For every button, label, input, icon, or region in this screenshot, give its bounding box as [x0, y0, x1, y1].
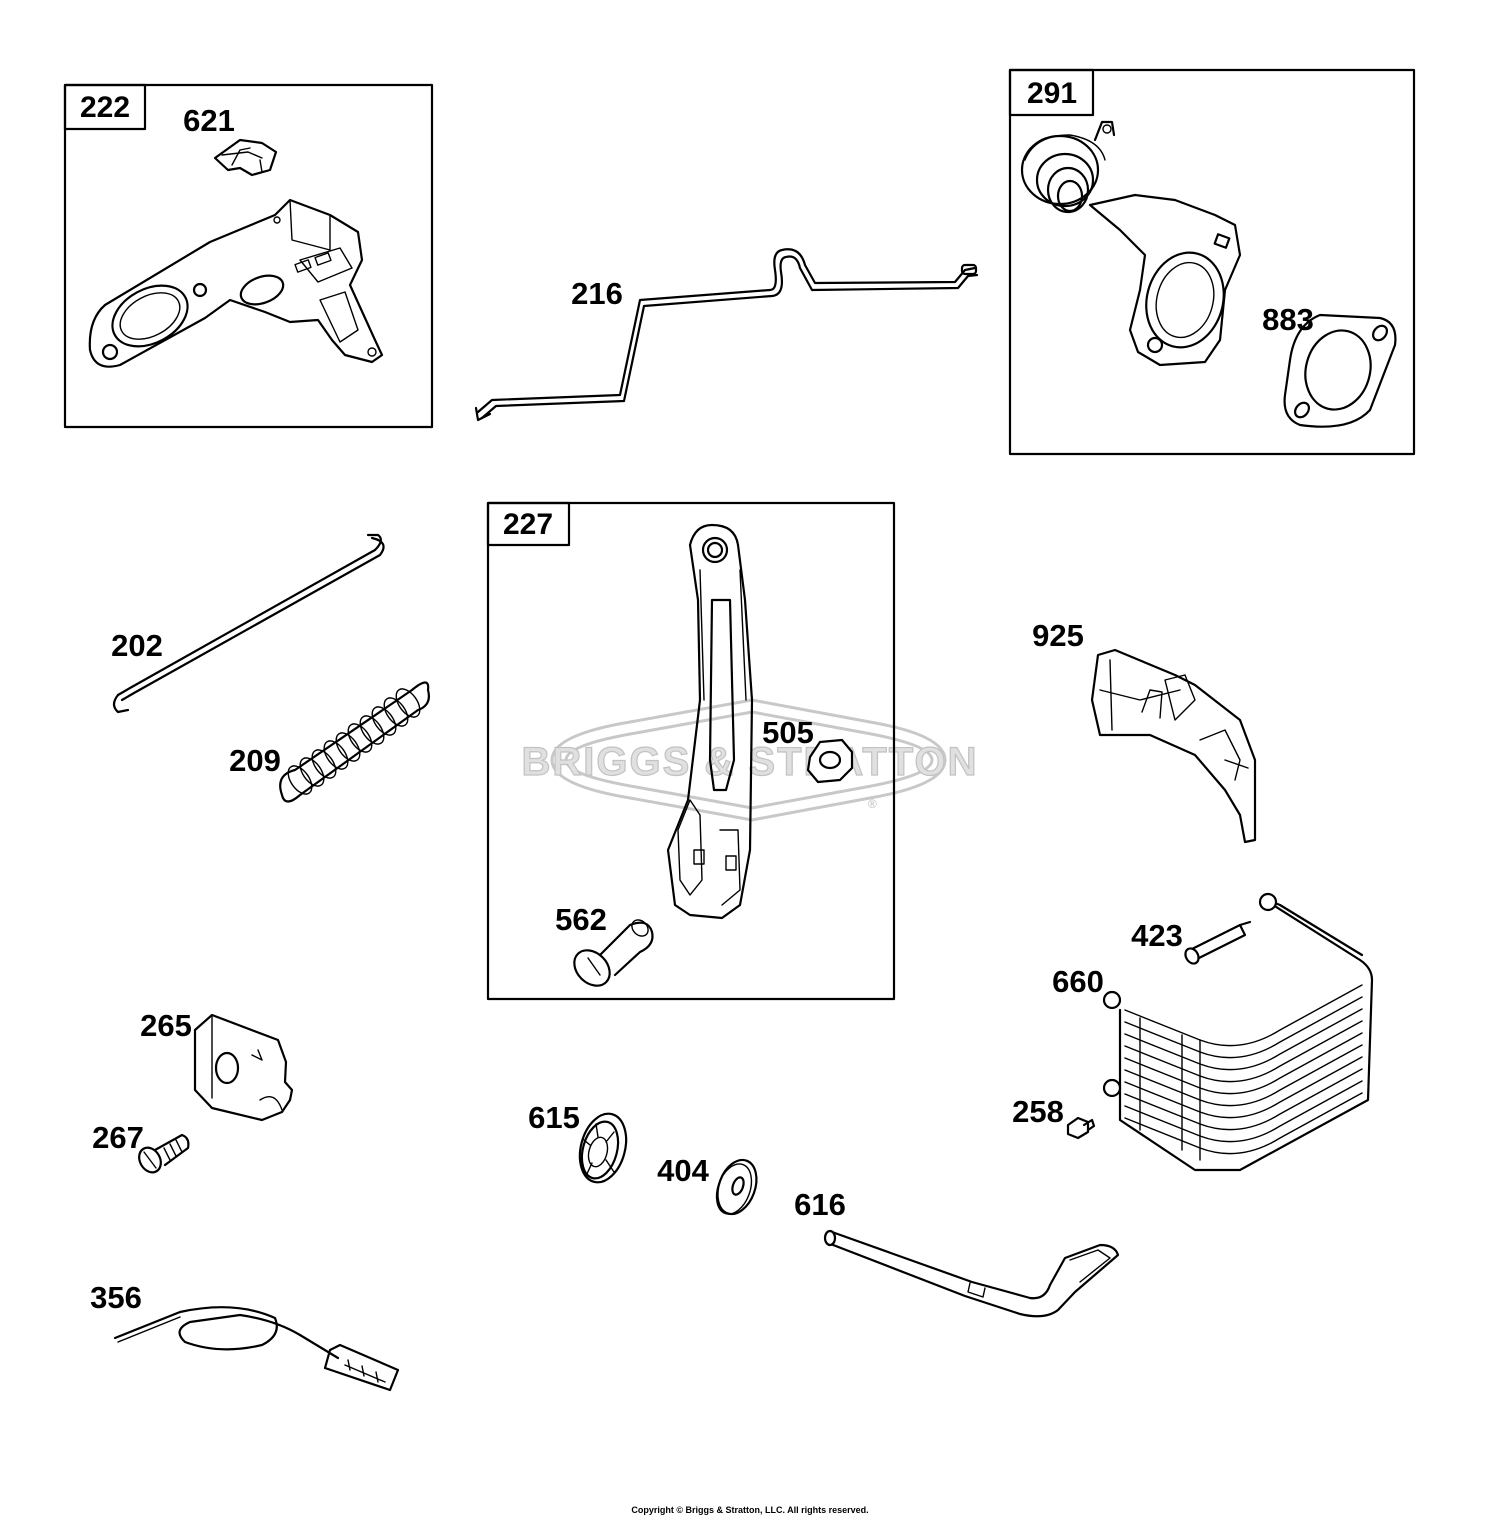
- part-202-link[interactable]: [112, 533, 385, 714]
- part-label-423: 423: [1131, 918, 1183, 953]
- copyright-footer: Copyright © Briggs & Stratton, LLC. All …: [631, 1505, 869, 1515]
- part-label-356: 356: [90, 1280, 142, 1315]
- part-616-lever[interactable]: [823, 1229, 1120, 1318]
- control-bracket-drawing: [88, 198, 384, 368]
- part-562-pin[interactable]: [567, 917, 654, 993]
- part-label-265: 265: [140, 1008, 192, 1043]
- part-258-screw[interactable]: [1066, 1116, 1096, 1140]
- part-label-267: 267: [92, 1120, 144, 1155]
- part-label-621: 621: [183, 103, 235, 138]
- part-216-link[interactable]: [474, 248, 979, 422]
- part-label-258: 258: [1012, 1094, 1064, 1129]
- part-615-grommet[interactable]: [573, 1108, 634, 1187]
- part-label-660: 660: [1052, 964, 1104, 999]
- assembly-box-222[interactable]: 222: [63, 83, 434, 429]
- assembly-label-227: 227: [503, 508, 553, 541]
- assembly-label-222: 222: [80, 91, 130, 124]
- watermark-text: BRIGGS & STRATTON: [522, 740, 979, 784]
- part-404-washer[interactable]: [710, 1155, 763, 1220]
- part-660-oil-cooler[interactable]: [1102, 892, 1374, 1172]
- registered-mark: ®: [868, 797, 877, 811]
- part-265-bracket[interactable]: [193, 1013, 294, 1122]
- part-423-stud[interactable]: [1183, 920, 1252, 966]
- part-883-gasket[interactable]: [1283, 313, 1397, 428]
- part-label-202: 202: [111, 628, 163, 663]
- part-label-505: 505: [762, 715, 814, 750]
- part-209-spring[interactable]: [279, 681, 430, 803]
- governor-lever-drawing: [666, 523, 754, 920]
- briggs-stratton-watermark: BRIGGS & STRATTON ®: [521, 698, 979, 822]
- part-label-616: 616: [794, 1187, 846, 1222]
- part-label-404: 404: [657, 1153, 709, 1188]
- part-label-562: 562: [555, 902, 607, 937]
- part-label-216: 216: [571, 276, 623, 311]
- part-505-nut[interactable]: [806, 738, 854, 784]
- part-356-wire[interactable]: [113, 1306, 400, 1392]
- assembly-box-227[interactable]: 227: [486, 501, 896, 1001]
- part-label-209: 209: [229, 743, 281, 778]
- part-label-925: 925: [1032, 618, 1084, 653]
- governor-bracket-drawing: [1020, 120, 1242, 367]
- part-label-615: 615: [528, 1100, 580, 1135]
- assembly-box-291[interactable]: 291: [1008, 68, 1416, 456]
- assembly-label-291: 291: [1027, 77, 1077, 110]
- part-label-883: 883: [1262, 302, 1314, 337]
- part-267-screw[interactable]: [135, 1133, 190, 1176]
- part-925-shield[interactable]: [1090, 648, 1257, 844]
- part-621-clip[interactable]: [213, 138, 278, 177]
